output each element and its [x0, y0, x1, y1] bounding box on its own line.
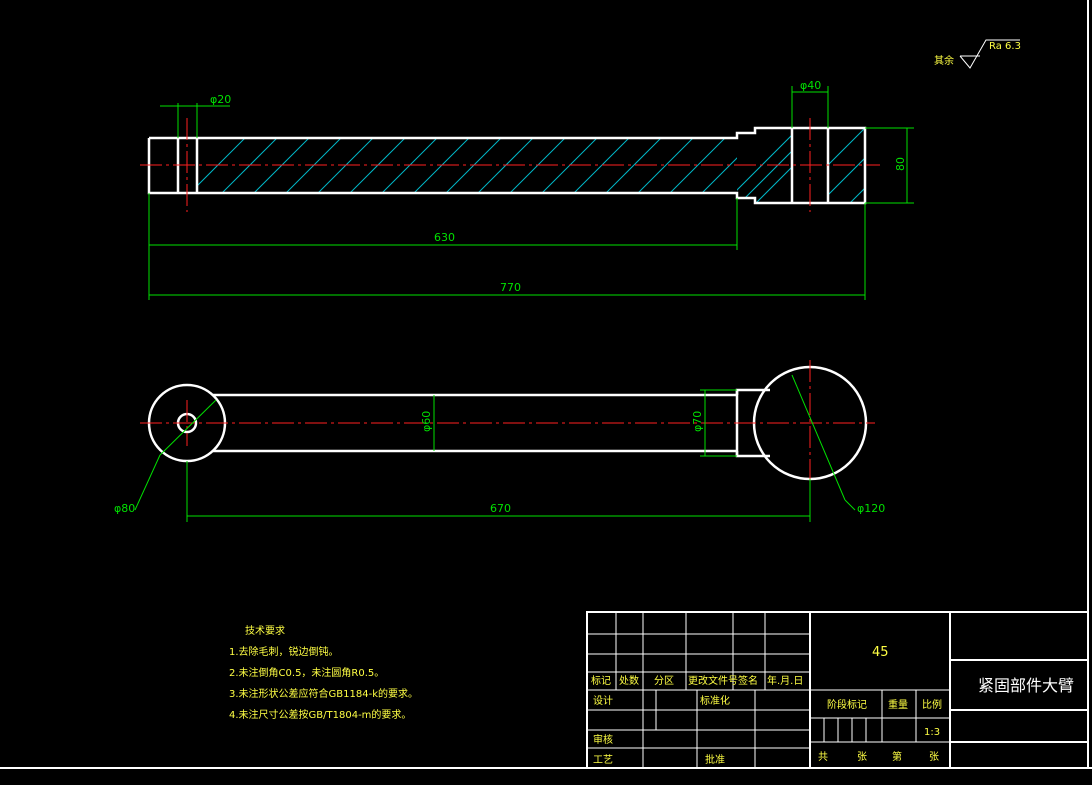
label-design: 设计 [593, 694, 613, 707]
dimensions-top [134, 374, 856, 522]
material-value: 45 [872, 645, 889, 660]
label-total: 共 [818, 751, 828, 763]
tech-req-item-2: 2.未注倒角C0.5，未注圆角R0.5。 [229, 666, 384, 679]
label-scale: 比例 [922, 698, 942, 711]
label-sheet: 张 [929, 751, 939, 763]
label-approve: 批准 [705, 753, 725, 766]
dim-phi40: φ40 [800, 79, 821, 92]
tech-req-title: 技术要求 [245, 624, 285, 637]
tech-req-item-4: 4.未注尺寸公差按GB/T1804-m的要求。 [229, 708, 411, 721]
scale-value: 1:3 [924, 727, 940, 738]
label-standardize: 标准化 [700, 694, 730, 707]
roughness-prefix: 其余 [934, 54, 954, 67]
dim-670: 670 [490, 502, 511, 515]
rev-header-count: 处数 [619, 674, 639, 687]
dim-80-vertical: 80 [894, 157, 907, 171]
rev-header-docno: 更改文件号 [688, 674, 738, 687]
centerlines-top [140, 360, 875, 485]
dim-phi70: φ70 [691, 411, 704, 432]
label-review: 审核 [593, 733, 613, 746]
tech-req-item-3: 3.未注形状公差应符合GB1184-k的要求。 [229, 687, 418, 700]
dim-630: 630 [434, 231, 455, 244]
label-stage-mark: 阶段标记 [827, 698, 867, 711]
drawing-border [0, 0, 1092, 769]
rev-header-zone: 分区 [654, 675, 674, 687]
label-page: 第 [892, 750, 902, 763]
rev-header-mark: 标记 [591, 675, 611, 687]
dim-phi80: φ80 [114, 502, 135, 515]
rev-header-sign: 签名 [738, 674, 758, 687]
top-view: φ60 φ70 φ80 φ120 670 [114, 360, 885, 522]
technical-requirements: 技术要求 1.去除毛刺，锐边倒钝。 2.未注倒角C0.5，未注圆角R0.5。 3… [229, 624, 418, 721]
label-sheets: 张 [857, 751, 867, 763]
surface-roughness-symbol: 其余 Ra 6.3 [934, 39, 1021, 69]
dim-phi120: φ120 [857, 502, 885, 515]
dim-770: 770 [500, 281, 521, 294]
roughness-value: Ra 6.3 [989, 41, 1021, 52]
dimensions-front [148, 86, 914, 300]
centerlines-front [140, 118, 880, 212]
front-view: φ20 φ40 80 630 770 其余 Ra 6.3 [140, 39, 1021, 300]
dim-phi20: φ20 [210, 93, 231, 106]
rev-header-date: 年.月.日 [767, 674, 803, 687]
title-block: 45 紧固部件大臂 标记 处数 分区 更改文件号 签名 年.月.日 设计 标准化… [586, 611, 1089, 769]
part-name: 紧固部件大臂 [978, 676, 1074, 695]
label-weight: 重量 [888, 698, 908, 711]
tech-req-item-1: 1.去除毛刺，锐边倒钝。 [229, 645, 339, 658]
dim-phi60: φ60 [420, 411, 433, 432]
label-process: 工艺 [593, 754, 613, 766]
